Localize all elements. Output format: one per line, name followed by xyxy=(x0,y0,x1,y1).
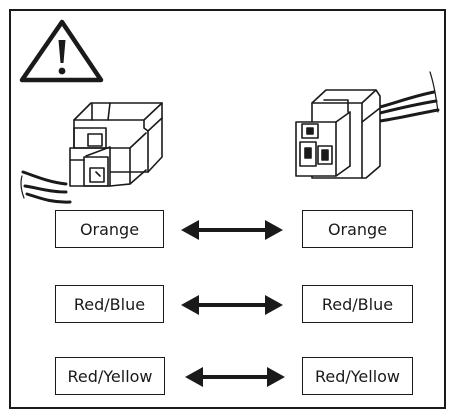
wire-label-right: Orange xyxy=(302,210,413,248)
connector-plug-icon xyxy=(20,102,163,204)
wire-label-left: Red/Yellow xyxy=(55,357,165,395)
double-arrow-icon xyxy=(181,295,283,315)
wire-label-right: Red/Yellow xyxy=(302,357,413,395)
wire-label-left: Red/Blue xyxy=(55,285,164,323)
double-arrow-icon xyxy=(185,367,285,387)
connector-socket-icon xyxy=(295,71,440,179)
double-arrow-icon xyxy=(181,220,283,240)
wire-label-left: Orange xyxy=(55,210,164,248)
warning-triangle-icon xyxy=(19,19,104,83)
wire-label-right: Red/Blue xyxy=(302,285,413,323)
